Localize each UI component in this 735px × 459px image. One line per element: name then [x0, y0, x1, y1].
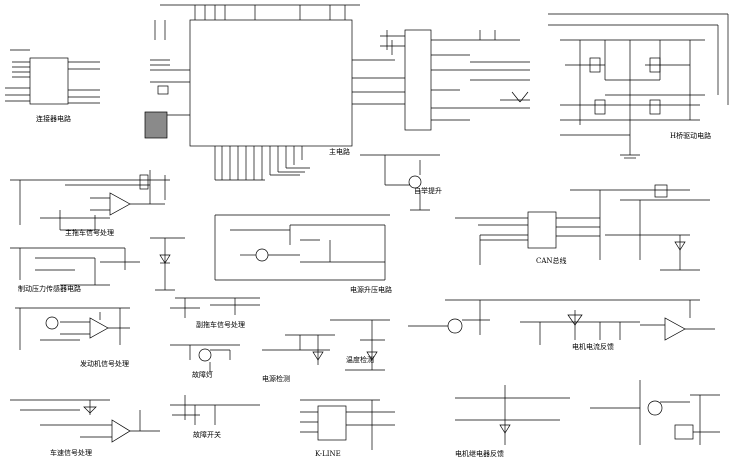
- connector-ic: [29, 57, 69, 105]
- can-transceiver: [527, 211, 557, 249]
- driver-ic: [404, 29, 432, 131]
- label-fault-lamp: 故障灯: [192, 371, 213, 379]
- label-pressure-sensor-circuit: 制动压力传感器电路: [18, 285, 81, 293]
- mcu-chip: [189, 19, 353, 147]
- label-kline: K-LINE: [315, 450, 341, 458]
- label-motor-current-feedback: 电机电流反馈: [572, 343, 614, 351]
- label-temperature-detect: 温度检测: [346, 356, 374, 364]
- label-connector-circuit: 连接器电路: [36, 115, 71, 123]
- label-engine-signal-processing: 发动机信号处理: [80, 360, 129, 368]
- label-hbridge-circuit: H桥驱动电路: [670, 132, 712, 140]
- label-power-detect: 电源检测: [262, 375, 290, 383]
- label-relay-feedback: 电机继电器反馈: [455, 450, 504, 458]
- kline-ic: [317, 405, 347, 441]
- label-supply-boost-circuit: 电源升压电路: [350, 286, 392, 294]
- label-can-bus: CAN总线: [536, 257, 567, 265]
- label-fault-switch: 故障开关: [193, 431, 221, 439]
- label-speed-signal-processing: 车速信号处理: [50, 449, 92, 457]
- label-main-sensor-processing: 主拖车信号处理: [65, 229, 114, 237]
- label-main-circuit: 主电路: [329, 148, 350, 156]
- label-secondary-sensor-processing: 副拖车信号处理: [196, 321, 245, 329]
- label-boost: 自举提升: [414, 187, 442, 195]
- crystal-block: [144, 111, 168, 139]
